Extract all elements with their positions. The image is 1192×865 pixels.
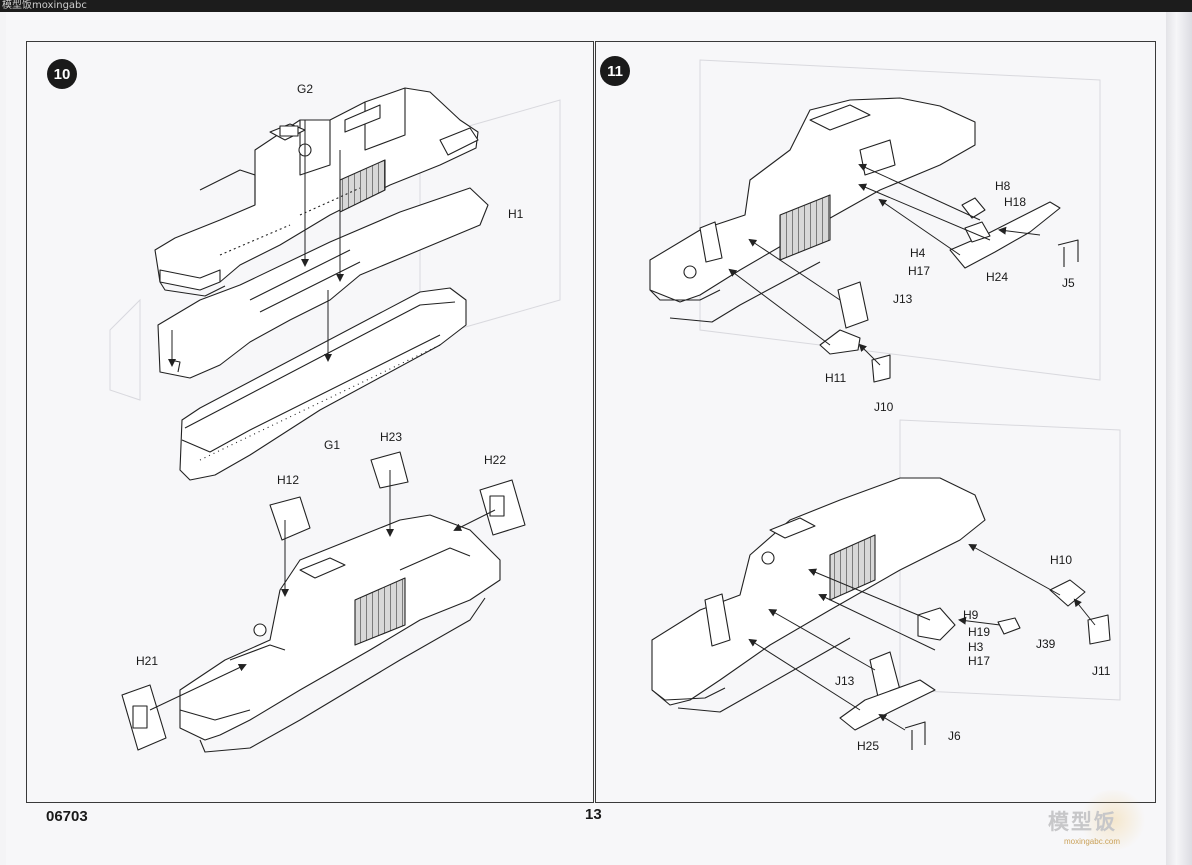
parts-h9-h19-h3 <box>917 607 956 641</box>
assembled-ship-step-11-bottom <box>651 477 986 713</box>
label-h10: H10 <box>1050 553 1073 567</box>
product-code: 06703 <box>46 808 88 825</box>
label-h17: H17 <box>908 264 931 278</box>
part-h24 <box>949 201 1061 269</box>
hull-g1 <box>179 287 467 481</box>
watermark-top-text: 模型饭moxingabc <box>2 0 87 11</box>
label-h19: H19 <box>968 625 991 639</box>
label-h4: H4 <box>910 246 926 260</box>
label-h3: H3 <box>968 640 984 654</box>
label-j13: J13 <box>893 292 913 306</box>
part-h21 <box>121 684 167 751</box>
step-11-art <box>649 97 1111 750</box>
step-11-badge: 11 <box>600 56 630 86</box>
part-j11 <box>1087 614 1111 645</box>
page-number: 13 <box>585 806 602 823</box>
label-h24: H24 <box>986 270 1009 284</box>
part-h22 <box>479 479 526 536</box>
part-h10 <box>1049 579 1086 607</box>
label-h23: H23 <box>380 430 403 444</box>
part-j13 <box>837 281 869 329</box>
label-j10: J10 <box>874 400 894 414</box>
part-h25 <box>839 679 936 731</box>
label-j6: J6 <box>948 729 961 743</box>
label-h17-lower: H17 <box>968 654 991 668</box>
label-h9: H9 <box>963 608 979 622</box>
label-j5: J5 <box>1062 276 1075 290</box>
label-h11: H11 <box>825 371 847 385</box>
scan-top-border <box>0 0 1192 12</box>
page-edge <box>1166 12 1192 865</box>
label-j13-lower: J13 <box>835 674 855 688</box>
step-10-art <box>121 87 526 753</box>
label-h25: H25 <box>857 739 880 753</box>
assembled-ship-step-10 <box>179 514 501 753</box>
label-h1: H1 <box>508 207 524 221</box>
part-j39 <box>997 617 1021 635</box>
deck-h1 <box>157 187 489 379</box>
watermark-url: moxingabc.com <box>1064 837 1121 846</box>
step-10-arrows <box>149 120 496 711</box>
assembled-ship-step-11-top <box>649 97 976 323</box>
label-h12: H12 <box>277 473 300 487</box>
label-j11: J11 <box>1092 664 1111 678</box>
watermark-blob <box>1078 790 1148 850</box>
label-g2: G2 <box>297 82 314 96</box>
label-h22: H22 <box>484 453 507 467</box>
part-j5 <box>1057 239 1079 267</box>
step-11-arrows <box>728 163 1096 731</box>
step-10-panel <box>26 41 594 803</box>
step-10-badge: 10 <box>47 59 77 89</box>
part-j6 <box>904 721 926 750</box>
part-h12 <box>269 496 311 541</box>
watermark-logo: 模型饭 <box>1048 810 1117 834</box>
label-g1: G1 <box>324 438 341 452</box>
label-h8: H8 <box>995 179 1011 193</box>
step-11-panel <box>595 41 1156 803</box>
label-h21: H21 <box>136 654 159 668</box>
parts-h8-h18 <box>961 197 991 243</box>
label-h18: H18 <box>1004 195 1027 209</box>
label-j39: J39 <box>1036 637 1056 651</box>
